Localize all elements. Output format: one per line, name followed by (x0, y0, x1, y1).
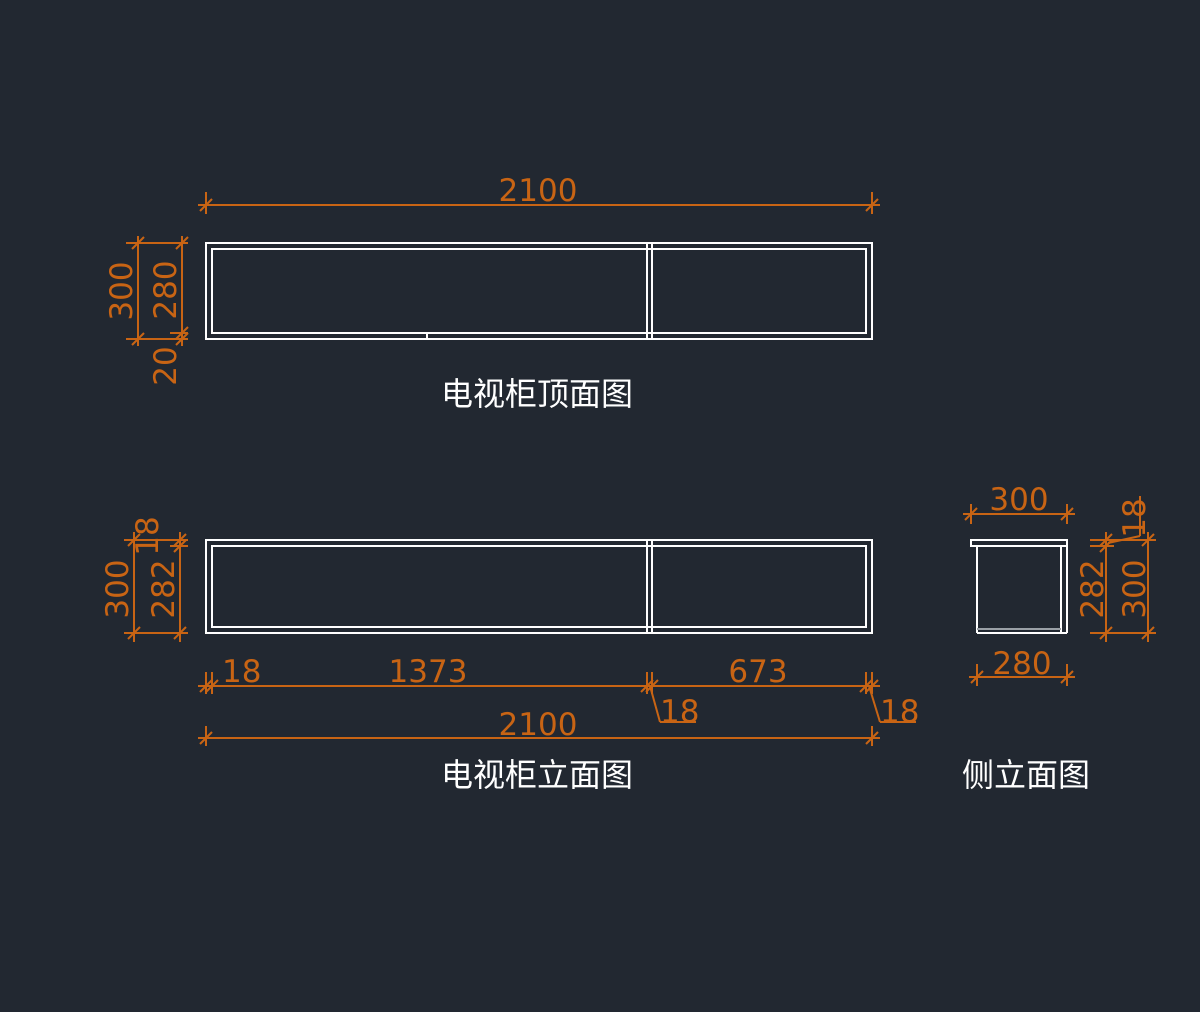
front-view-outline (205, 539, 873, 634)
front-view-height-dimensions (124, 532, 188, 642)
side-view-depth-inner-label: 280 (992, 646, 1051, 682)
top-view-width-dimension (198, 192, 880, 214)
side-view-top-panel-label: 18 (1117, 498, 1153, 537)
front-view-title: 电视柜立面图 (441, 756, 633, 794)
top-view-outer-rect (205, 242, 873, 340)
front-view-right-section-label: 673 (728, 654, 787, 690)
top-view-depth-total-label: 300 (104, 261, 140, 320)
front-view-height-inner-label: 282 (146, 559, 182, 618)
top-view-back-panel-label: 20 (148, 346, 184, 385)
side-view-height-inner-label: 282 (1075, 559, 1111, 618)
top-view-width-label: 2100 (499, 173, 578, 209)
front-view-top-panel-label: 18 (130, 516, 166, 555)
side-view: 300 280 18 282 300 侧立 (962, 482, 1156, 794)
front-view-right-panel-label: 18 (880, 694, 919, 730)
side-view-title: 侧立面图 (962, 756, 1090, 794)
front-view-segment-dimensions (198, 672, 916, 723)
top-view-inner-rect (211, 248, 867, 334)
top-view: 2100 300 280 20 电视柜顶面图 (104, 173, 880, 413)
side-view-depth-total-dimension (963, 504, 1075, 524)
front-view-outer-rect (205, 539, 873, 634)
side-view-height-dimensions (1090, 496, 1156, 642)
side-view-depth-total-label: 300 (989, 482, 1048, 518)
side-view-depth-inner-dimension (969, 664, 1075, 686)
front-view-divider-label: 18 (660, 694, 699, 730)
front-view: 300 282 18 18 1373 673 18 18 (100, 516, 919, 794)
side-view-outline (970, 539, 1068, 634)
front-view-height-total-label: 300 (100, 559, 136, 618)
side-view-top-panel (970, 539, 1068, 547)
front-view-left-panel-label: 18 (222, 654, 261, 690)
top-view-depth-inner-label: 280 (148, 260, 184, 319)
top-view-outline (205, 242, 873, 340)
front-view-inner-rect (211, 545, 867, 628)
top-view-title: 电视柜顶面图 (441, 375, 633, 413)
side-view-height-total-label: 300 (1117, 559, 1153, 618)
top-view-depth-dimensions (126, 236, 189, 346)
front-view-width-label: 2100 (499, 707, 578, 743)
front-view-width-dimension (198, 726, 880, 746)
front-view-left-section-label: 1373 (389, 654, 468, 690)
